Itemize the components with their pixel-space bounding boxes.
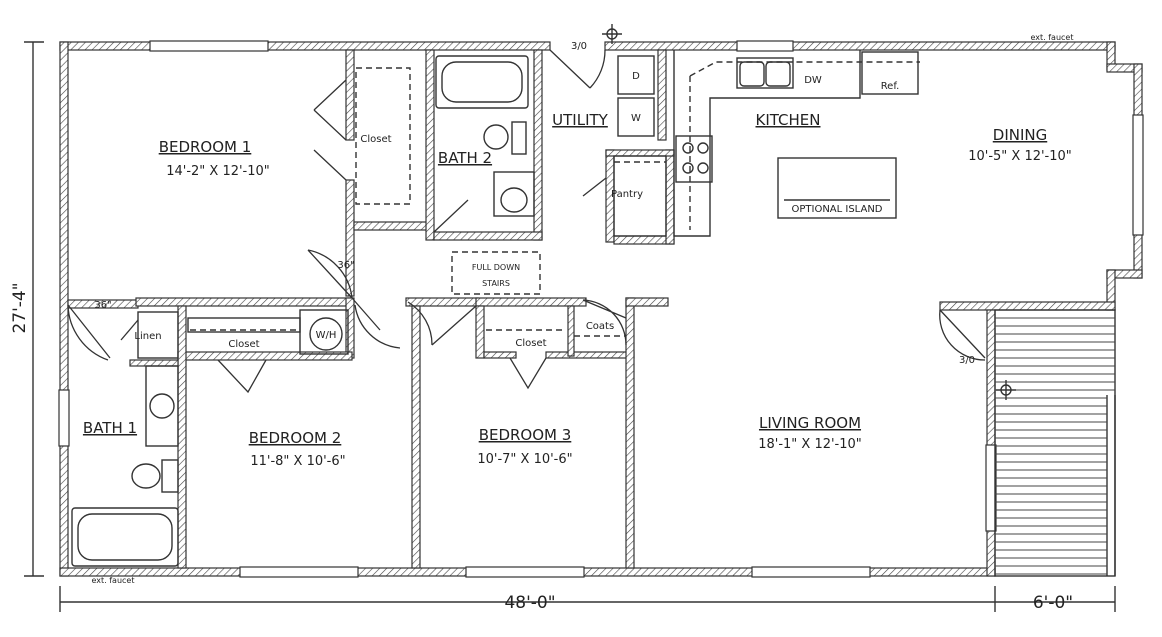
bedroom2-name: BEDROOM 2	[249, 429, 342, 447]
bedroom1-name: BEDROOM 1	[159, 138, 252, 156]
ext-faucet-bottom-label: ext. faucet	[92, 576, 135, 585]
bedroom2-dims: 11'-8" X 10'-6"	[250, 454, 345, 469]
fixtures	[71, 24, 1116, 577]
dishwasher-label: DW	[804, 75, 822, 86]
dining-dims: 10'-5" X 12'-10"	[968, 149, 1072, 164]
dimension-lines	[24, 41, 1116, 612]
linen-label: Linen	[134, 331, 161, 342]
bedroom3-name: BEDROOM 3	[479, 426, 572, 444]
interior-walls	[67, 49, 675, 569]
washer-label: W	[631, 113, 641, 124]
closet-bed1-label: Closet	[360, 134, 391, 145]
bedroom3-dims: 10'-7" X 10'-6"	[477, 452, 572, 467]
ext-faucet-top-label: ext. faucet	[1031, 33, 1074, 42]
door-entry-right-label: 3/0	[959, 355, 975, 366]
bath2-name: BATH 2	[438, 149, 492, 167]
door-swings	[67, 49, 986, 394]
stairs-label-2: STAIRS	[482, 279, 510, 288]
stairs-label-1: FULL DOWN	[472, 263, 520, 272]
overall-width-dim: 48'-0"	[504, 593, 555, 613]
bedroom1-dims: 14'-2" X 12'-10"	[166, 164, 270, 179]
deck-boards	[995, 317, 1115, 575]
utility-name: UTILITY	[552, 111, 609, 129]
door-36-b-label: 36"	[94, 300, 111, 311]
door-entry-top-label: 3/0	[571, 41, 587, 52]
coats-label: Coats	[586, 321, 614, 332]
pantry-label: Pantry	[611, 189, 643, 200]
water-heater-label: W/H	[316, 330, 337, 341]
dining-name: DINING	[993, 126, 1047, 144]
door-36-a-label: 36"	[337, 260, 354, 271]
overall-depth-dim: 27'-4"	[10, 282, 30, 333]
refrigerator-label: Ref.	[881, 81, 900, 92]
island-label: OPTIONAL ISLAND	[791, 204, 882, 215]
living-dims: 18'-1" X 12'-10"	[758, 437, 862, 452]
closet-bed2-label: Closet	[228, 339, 259, 350]
closet-bed3-label: Closet	[515, 338, 546, 349]
dryer-label: D	[632, 71, 640, 82]
deck-width-dim: 6'-0"	[1033, 593, 1073, 613]
windows	[58, 40, 1144, 578]
kitchen-name: KITCHEN	[756, 111, 821, 129]
living-name: LIVING ROOM	[759, 414, 861, 432]
bath1-name: BATH 1	[83, 419, 137, 437]
